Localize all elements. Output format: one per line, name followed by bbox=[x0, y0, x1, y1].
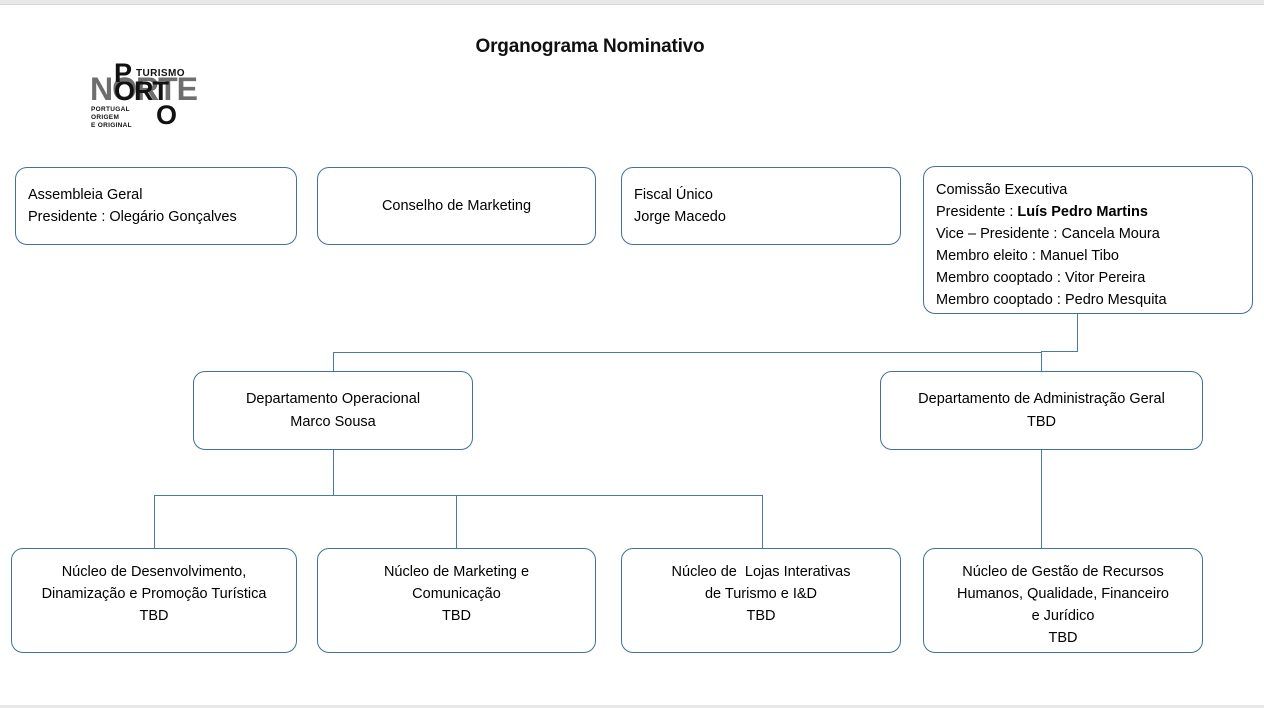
bottom-border-strip bbox=[0, 705, 1264, 708]
connector-departments-bus bbox=[333, 352, 1042, 353]
nucleo-gestao-line-3: e Jurídico bbox=[1031, 608, 1095, 625]
nucleo-marketing-line-3: TBD bbox=[442, 608, 471, 625]
comissao-presidente-name: Luís Pedro Martins bbox=[1017, 204, 1148, 221]
nucleo-marketing-line-2: Comunicação bbox=[412, 586, 501, 603]
nucleo-lojas-line-1: Núcleo de Lojas Interativas bbox=[671, 564, 851, 580]
nucleo-gestao-line-1: Núcleo de Gestão de Recursos bbox=[962, 564, 1164, 580]
node-departamento-administracao-geral[interactable]: Departamento de Administração Geral TBD bbox=[880, 371, 1203, 450]
comissao-executiva-line-2: Presidente : Luís Pedro Martins bbox=[936, 201, 1148, 223]
node-nucleo-lojas-interativas[interactable]: Núcleo de Lojas Interativas de Turismo e… bbox=[621, 548, 901, 653]
assembleia-geral-line-1: Assembleia Geral bbox=[28, 186, 143, 203]
comissao-executiva-line-5: Membro cooptado : Vitor Pereira bbox=[936, 270, 1146, 287]
node-assembleia-geral[interactable]: Assembleia Geral Presidente : Olegário G… bbox=[15, 167, 297, 245]
nucleo-desenvolvimento-line-3: TBD bbox=[139, 608, 169, 625]
svg-text:ORT: ORT bbox=[114, 76, 170, 106]
nucleo-gestao-line-2: Humanos, Qualidade, Financeiro bbox=[957, 586, 1169, 603]
connector-dep-operacional-drop bbox=[333, 450, 334, 495]
conselho-marketing-line-1: Conselho de Marketing bbox=[381, 197, 532, 214]
comissao-executiva-line-4: Membro eleito : Manuel Tibo bbox=[936, 248, 1119, 265]
connector-drop-nucleo-gestao bbox=[1041, 450, 1042, 548]
node-conselho-de-marketing[interactable]: Conselho de Marketing bbox=[317, 167, 596, 245]
svg-text:NORTE: NORTE bbox=[90, 71, 198, 107]
nucleo-desenvolvimento-line-2: Dinamização e Promoção Turística bbox=[41, 586, 267, 603]
node-comissao-executiva[interactable]: Comissão Executiva Presidente : Luís Ped… bbox=[923, 166, 1253, 314]
comissao-presidente-label: Presidente : bbox=[936, 204, 1018, 221]
comissao-executiva-line-1: Comissão Executiva bbox=[936, 182, 1068, 198]
connector-drop-dep-operacional bbox=[333, 352, 334, 372]
connector-drop-nucleo-marketing bbox=[456, 495, 457, 548]
connector-comissao-jog bbox=[1041, 351, 1078, 352]
departamento-administracao-line-2: TBD bbox=[1027, 413, 1056, 430]
nucleo-lojas-line-3: TBD bbox=[746, 608, 776, 625]
connector-drop-nucleo-desenvolvimento bbox=[154, 495, 155, 548]
connector-comissao-drop bbox=[1077, 313, 1078, 352]
nucleo-gestao-line-4: TBD bbox=[1048, 630, 1078, 647]
connector-drop-dep-administracao bbox=[1041, 352, 1042, 372]
comissao-executiva-line-3: Vice – Presidente : Cancela Moura bbox=[936, 226, 1160, 243]
comissao-executiva-line-6: Membro cooptado : Pedro Mesquita bbox=[936, 292, 1167, 309]
departamento-operacional-line-2: Marco Sousa bbox=[290, 413, 376, 430]
departamento-administracao-line-1: Departamento de Administração Geral bbox=[918, 391, 1165, 408]
svg-text:O: O bbox=[156, 100, 177, 130]
node-nucleo-marketing-comunicacao[interactable]: Núcleo de Marketing e Comunicação TBD bbox=[317, 548, 596, 653]
top-border-strip bbox=[0, 0, 1264, 5]
assembleia-geral-line-2: Presidente : Olegário Gonçalves bbox=[28, 209, 237, 225]
svg-text:ORIGEM: ORIGEM bbox=[91, 114, 119, 121]
connector-drop-nucleo-lojas bbox=[762, 495, 763, 548]
node-departamento-operacional[interactable]: Departamento Operacional Marco Sousa bbox=[193, 371, 473, 450]
nucleo-marketing-line-1: Núcleo de Marketing e bbox=[383, 564, 530, 580]
node-nucleo-gestao-recursos[interactable]: Núcleo de Gestão de Recursos Humanos, Qu… bbox=[923, 548, 1203, 653]
nucleo-desenvolvimento-line-1: Núcleo de Desenvolvimento, bbox=[61, 564, 247, 580]
svg-text:P: P bbox=[114, 58, 132, 88]
connector-nucleos-bus bbox=[154, 495, 763, 496]
departamento-operacional-line-1: Departamento Operacional bbox=[245, 391, 421, 408]
svg-text:E ORIGINAL: E ORIGINAL bbox=[91, 122, 132, 129]
svg-text:TURISMO: TURISMO bbox=[136, 68, 185, 79]
node-nucleo-desenvolvimento[interactable]: Núcleo de Desenvolvimento, Dinamização e… bbox=[11, 548, 297, 653]
svg-text:PORTUGAL: PORTUGAL bbox=[91, 106, 130, 113]
node-fiscal-unico[interactable]: Fiscal Único Jorge Macedo bbox=[621, 167, 901, 245]
fiscal-unico-line-2: Jorge Macedo bbox=[634, 209, 726, 225]
nucleo-lojas-line-2: de Turismo e I&D bbox=[704, 586, 817, 603]
fiscal-unico-line-1: Fiscal Único bbox=[634, 186, 713, 203]
page-title: Organograma Nominativo bbox=[475, 36, 705, 57]
turismo-porto-e-norte-logo: NORTE P ORT O TURISMO PORTUGAL ORIGEM E … bbox=[88, 52, 216, 134]
